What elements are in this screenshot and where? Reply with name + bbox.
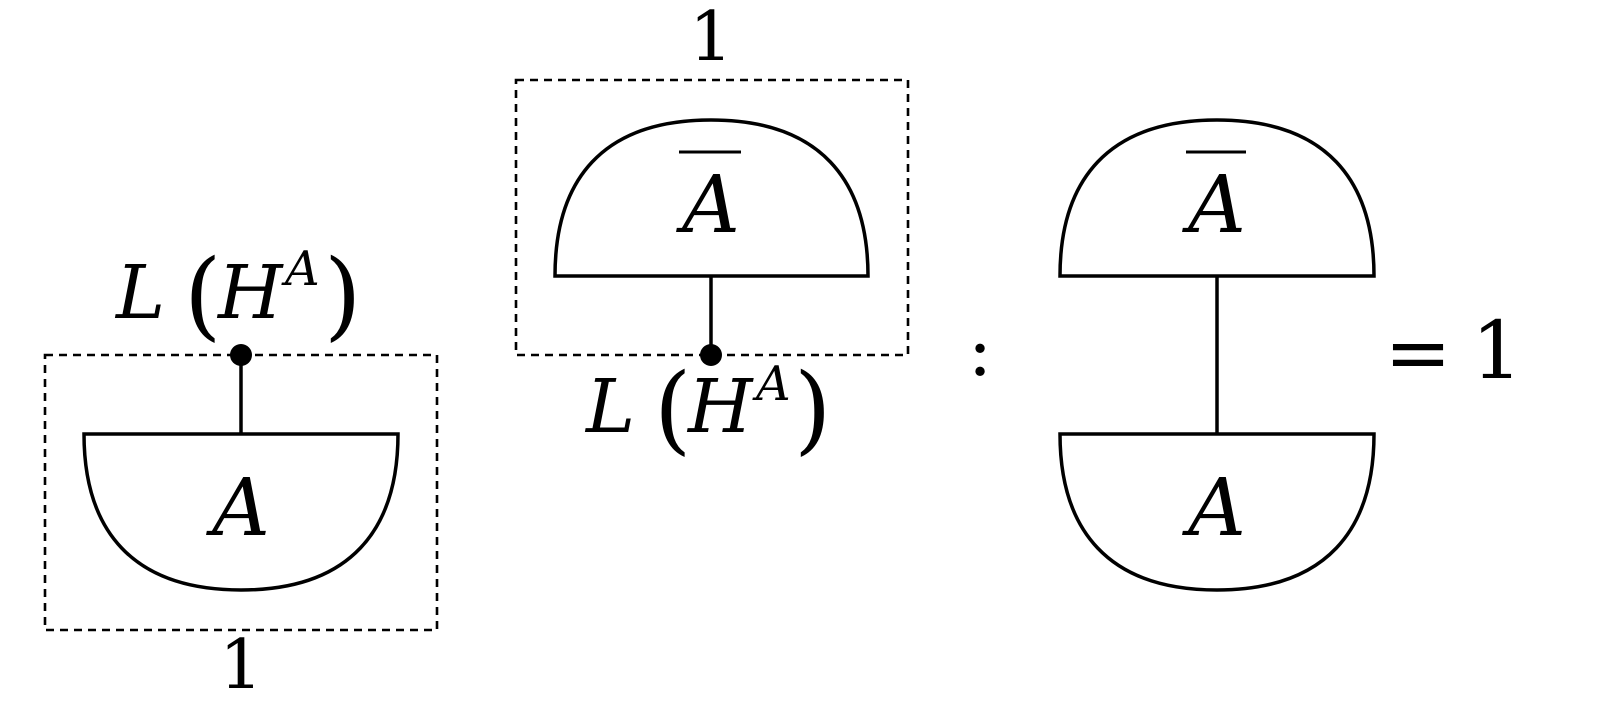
right-cap-label: A (1181, 158, 1246, 251)
middle-calH: H (686, 364, 754, 450)
middle-node-dot (700, 344, 722, 366)
middle-space-label: L ( H A ) (584, 353, 831, 465)
colon-separator: : (968, 308, 992, 392)
middle-paren-close: ) (794, 353, 831, 465)
equals-sign: = (1384, 306, 1451, 399)
left-box-bottom-label: 1 (219, 626, 262, 705)
middle-paren-open: ( (654, 353, 691, 465)
middle-box-top-label: 1 (689, 0, 732, 77)
left-calH: H (216, 250, 284, 336)
left-paren-open: ( (184, 239, 221, 351)
left-sup: A (281, 241, 320, 297)
left-space-label: L ( H A ) (114, 239, 361, 351)
middle-dashed-box (514, 78, 910, 357)
right-composite-diagram: A A = 1 (1058, 118, 1523, 592)
middle-cap-label: A (675, 158, 740, 251)
middle-calL: L (584, 364, 635, 450)
result-value: 1 (1472, 304, 1523, 397)
right-cup-label: A (1181, 461, 1246, 554)
left-cup-label: A (205, 461, 270, 554)
left-calL: L (114, 250, 165, 336)
right-cap-shape (1058, 118, 1376, 278)
left-cup-diagram: A 1 L ( H A ) (43, 239, 439, 705)
middle-cap-diagram: A 1 L ( H A ) (514, 0, 910, 465)
left-paren-close: ) (324, 239, 361, 351)
middle-sup: A (752, 356, 791, 412)
left-cup-shape (82, 432, 400, 592)
left-node-dot (230, 344, 252, 366)
middle-cap-shape (553, 118, 870, 278)
right-cup-shape (1058, 432, 1376, 592)
